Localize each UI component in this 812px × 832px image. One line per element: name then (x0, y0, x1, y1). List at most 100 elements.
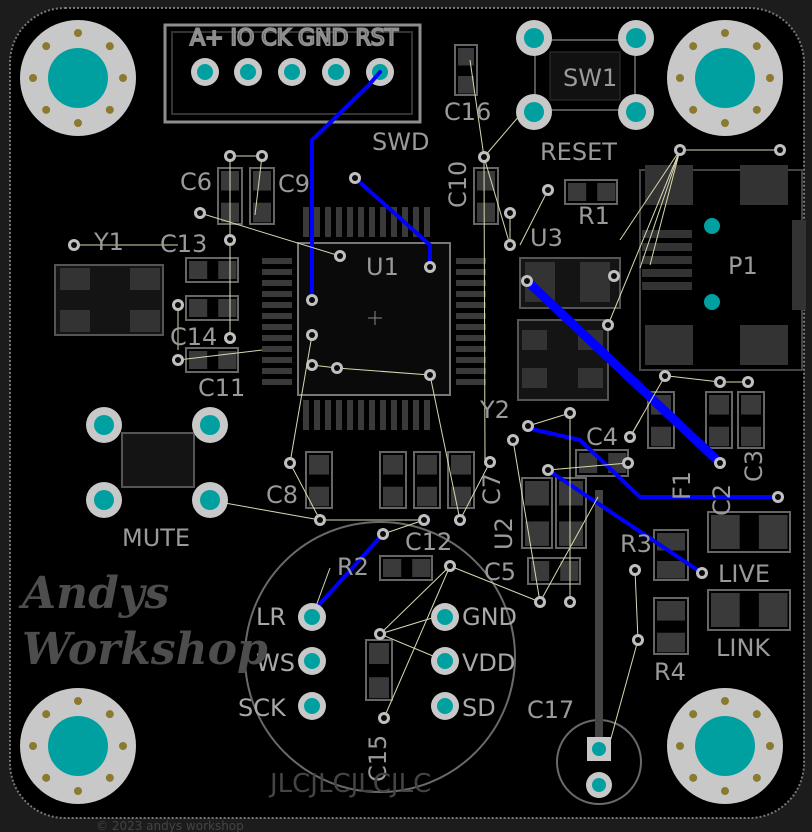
label-r3: R3 (620, 530, 652, 558)
passive-component (305, 451, 333, 509)
passive-component (413, 451, 441, 509)
ratsnest-line (289, 462, 321, 521)
label-c9: C9 (278, 170, 310, 198)
u1-pin (262, 269, 292, 275)
u1-pin (456, 269, 486, 275)
label-c12: C12 (405, 528, 452, 556)
u1-pin (380, 207, 386, 237)
ratsnest-line (429, 374, 461, 521)
u1-pin (314, 207, 320, 237)
passive-component (737, 391, 765, 449)
u1-pin (369, 400, 375, 430)
ratsnest-line (539, 496, 599, 603)
u1-pin (456, 379, 486, 385)
jlc-mirrored-text: JLCJLCJLCJLC (268, 769, 431, 799)
u1-pin (456, 368, 486, 374)
ratsnest-line (483, 156, 511, 246)
ratsnest-line (519, 189, 549, 246)
ratsnest-line (483, 156, 486, 466)
passive-component (379, 555, 433, 581)
passive-component (473, 167, 499, 225)
mic-pin-sck: SCK (238, 694, 287, 722)
label-c8: C8 (266, 481, 298, 509)
swd-header: A+ IO CK GND RST (163, 23, 422, 124)
ratsnest-line (199, 212, 341, 257)
passive-component (707, 589, 791, 631)
logo-line1: Andys (18, 568, 169, 619)
passive-component (555, 477, 587, 549)
ratsnest-line (336, 367, 431, 376)
u1-pin (358, 400, 364, 430)
p1-usb-connector (639, 165, 806, 371)
passive-component (527, 557, 581, 585)
sw1-switch (534, 39, 636, 111)
label-sw1: SW1 (563, 64, 617, 92)
mic-pin-sd: SD (462, 694, 496, 722)
passive-component (653, 597, 689, 655)
u1-pin (413, 207, 419, 237)
mic-pin-vdd: VDD (462, 649, 515, 677)
label-live: LIVE (718, 560, 770, 588)
passive-component (705, 391, 733, 449)
u1-pin (456, 324, 486, 330)
u1-pin (358, 207, 364, 237)
ratsnest-line (483, 114, 521, 158)
u1-pin (262, 346, 292, 352)
passive-component (564, 179, 618, 205)
label-u1: U1 (366, 253, 399, 281)
label-link: LINK (716, 634, 771, 662)
u1-pin (262, 313, 292, 319)
u1-pin (347, 207, 353, 237)
u1-pin (456, 357, 486, 363)
u1-pin (456, 280, 486, 286)
logo-line2: Workshop (22, 624, 268, 675)
ratsnest-line (667, 375, 721, 383)
passive-component (185, 347, 239, 373)
vias (68, 144, 786, 724)
u1-pin (262, 258, 292, 264)
label-f1: F1 (668, 471, 696, 500)
through-hole-pads (86, 20, 654, 798)
label-c6: C6 (180, 168, 212, 196)
y1-crystal (54, 264, 164, 336)
passive-component (185, 257, 239, 283)
label-y2: Y2 (479, 396, 510, 424)
u1-pin (456, 291, 486, 297)
u1-pin (325, 400, 331, 430)
label-c15: C15 (364, 735, 392, 782)
passive-component (454, 44, 478, 96)
mounting-hole (20, 20, 136, 136)
u1-pin (456, 335, 486, 341)
u1-pin (391, 400, 397, 430)
ratsnest-line (629, 375, 666, 438)
ratsnest-line (449, 565, 541, 603)
ratsnest-line (512, 439, 541, 603)
label-c10: C10 (444, 161, 472, 208)
u1-pin (336, 207, 342, 237)
u1-pin (262, 357, 292, 363)
ratsnest-line (619, 149, 681, 241)
u1-pin (456, 346, 486, 352)
u1-pin (413, 400, 419, 430)
u1-pin (347, 400, 353, 430)
u1-pin (262, 335, 292, 341)
mounting-hole (667, 20, 783, 136)
u1-pin (380, 400, 386, 430)
label-c3: C3 (740, 450, 768, 482)
swd-pin-labels: A+ IO CK GND RST (190, 26, 399, 51)
ratsnest-line (289, 334, 313, 464)
u1-pin (424, 207, 430, 237)
label-u2: U2 (490, 517, 518, 550)
mounting-hole (20, 688, 136, 804)
u1-pin (424, 400, 430, 430)
u1-pins (262, 207, 486, 430)
passive-component (707, 511, 791, 553)
u1-pin (262, 291, 292, 297)
ratsnest-line (177, 349, 263, 361)
passive-component (185, 295, 239, 321)
u1-pin (262, 280, 292, 286)
u1-pin (303, 400, 309, 430)
mounting-hole (667, 688, 783, 804)
label-c13: C13 (160, 230, 207, 258)
andys-workshop-logo: Andys Workshop (18, 568, 268, 675)
